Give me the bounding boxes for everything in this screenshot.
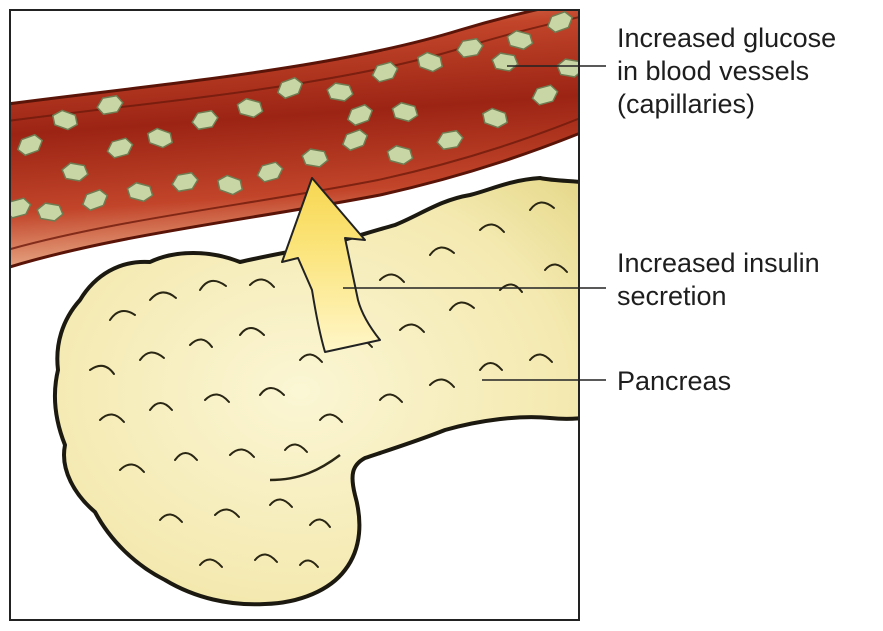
- label-pancreas-line-1: Pancreas: [617, 365, 731, 398]
- label-insulin: Increased insulin secretion: [617, 247, 820, 313]
- label-glucose-line-1: Increased glucose: [617, 22, 836, 55]
- label-glucose-line-3: (capillaries): [617, 88, 836, 121]
- label-pancreas: Pancreas: [617, 365, 731, 398]
- label-insulin-line-2: secretion: [617, 280, 820, 313]
- label-glucose-line-2: in blood vessels: [617, 55, 836, 88]
- label-glucose: Increased glucose in blood vessels (capi…: [617, 22, 836, 121]
- label-insulin-line-1: Increased insulin: [617, 247, 820, 280]
